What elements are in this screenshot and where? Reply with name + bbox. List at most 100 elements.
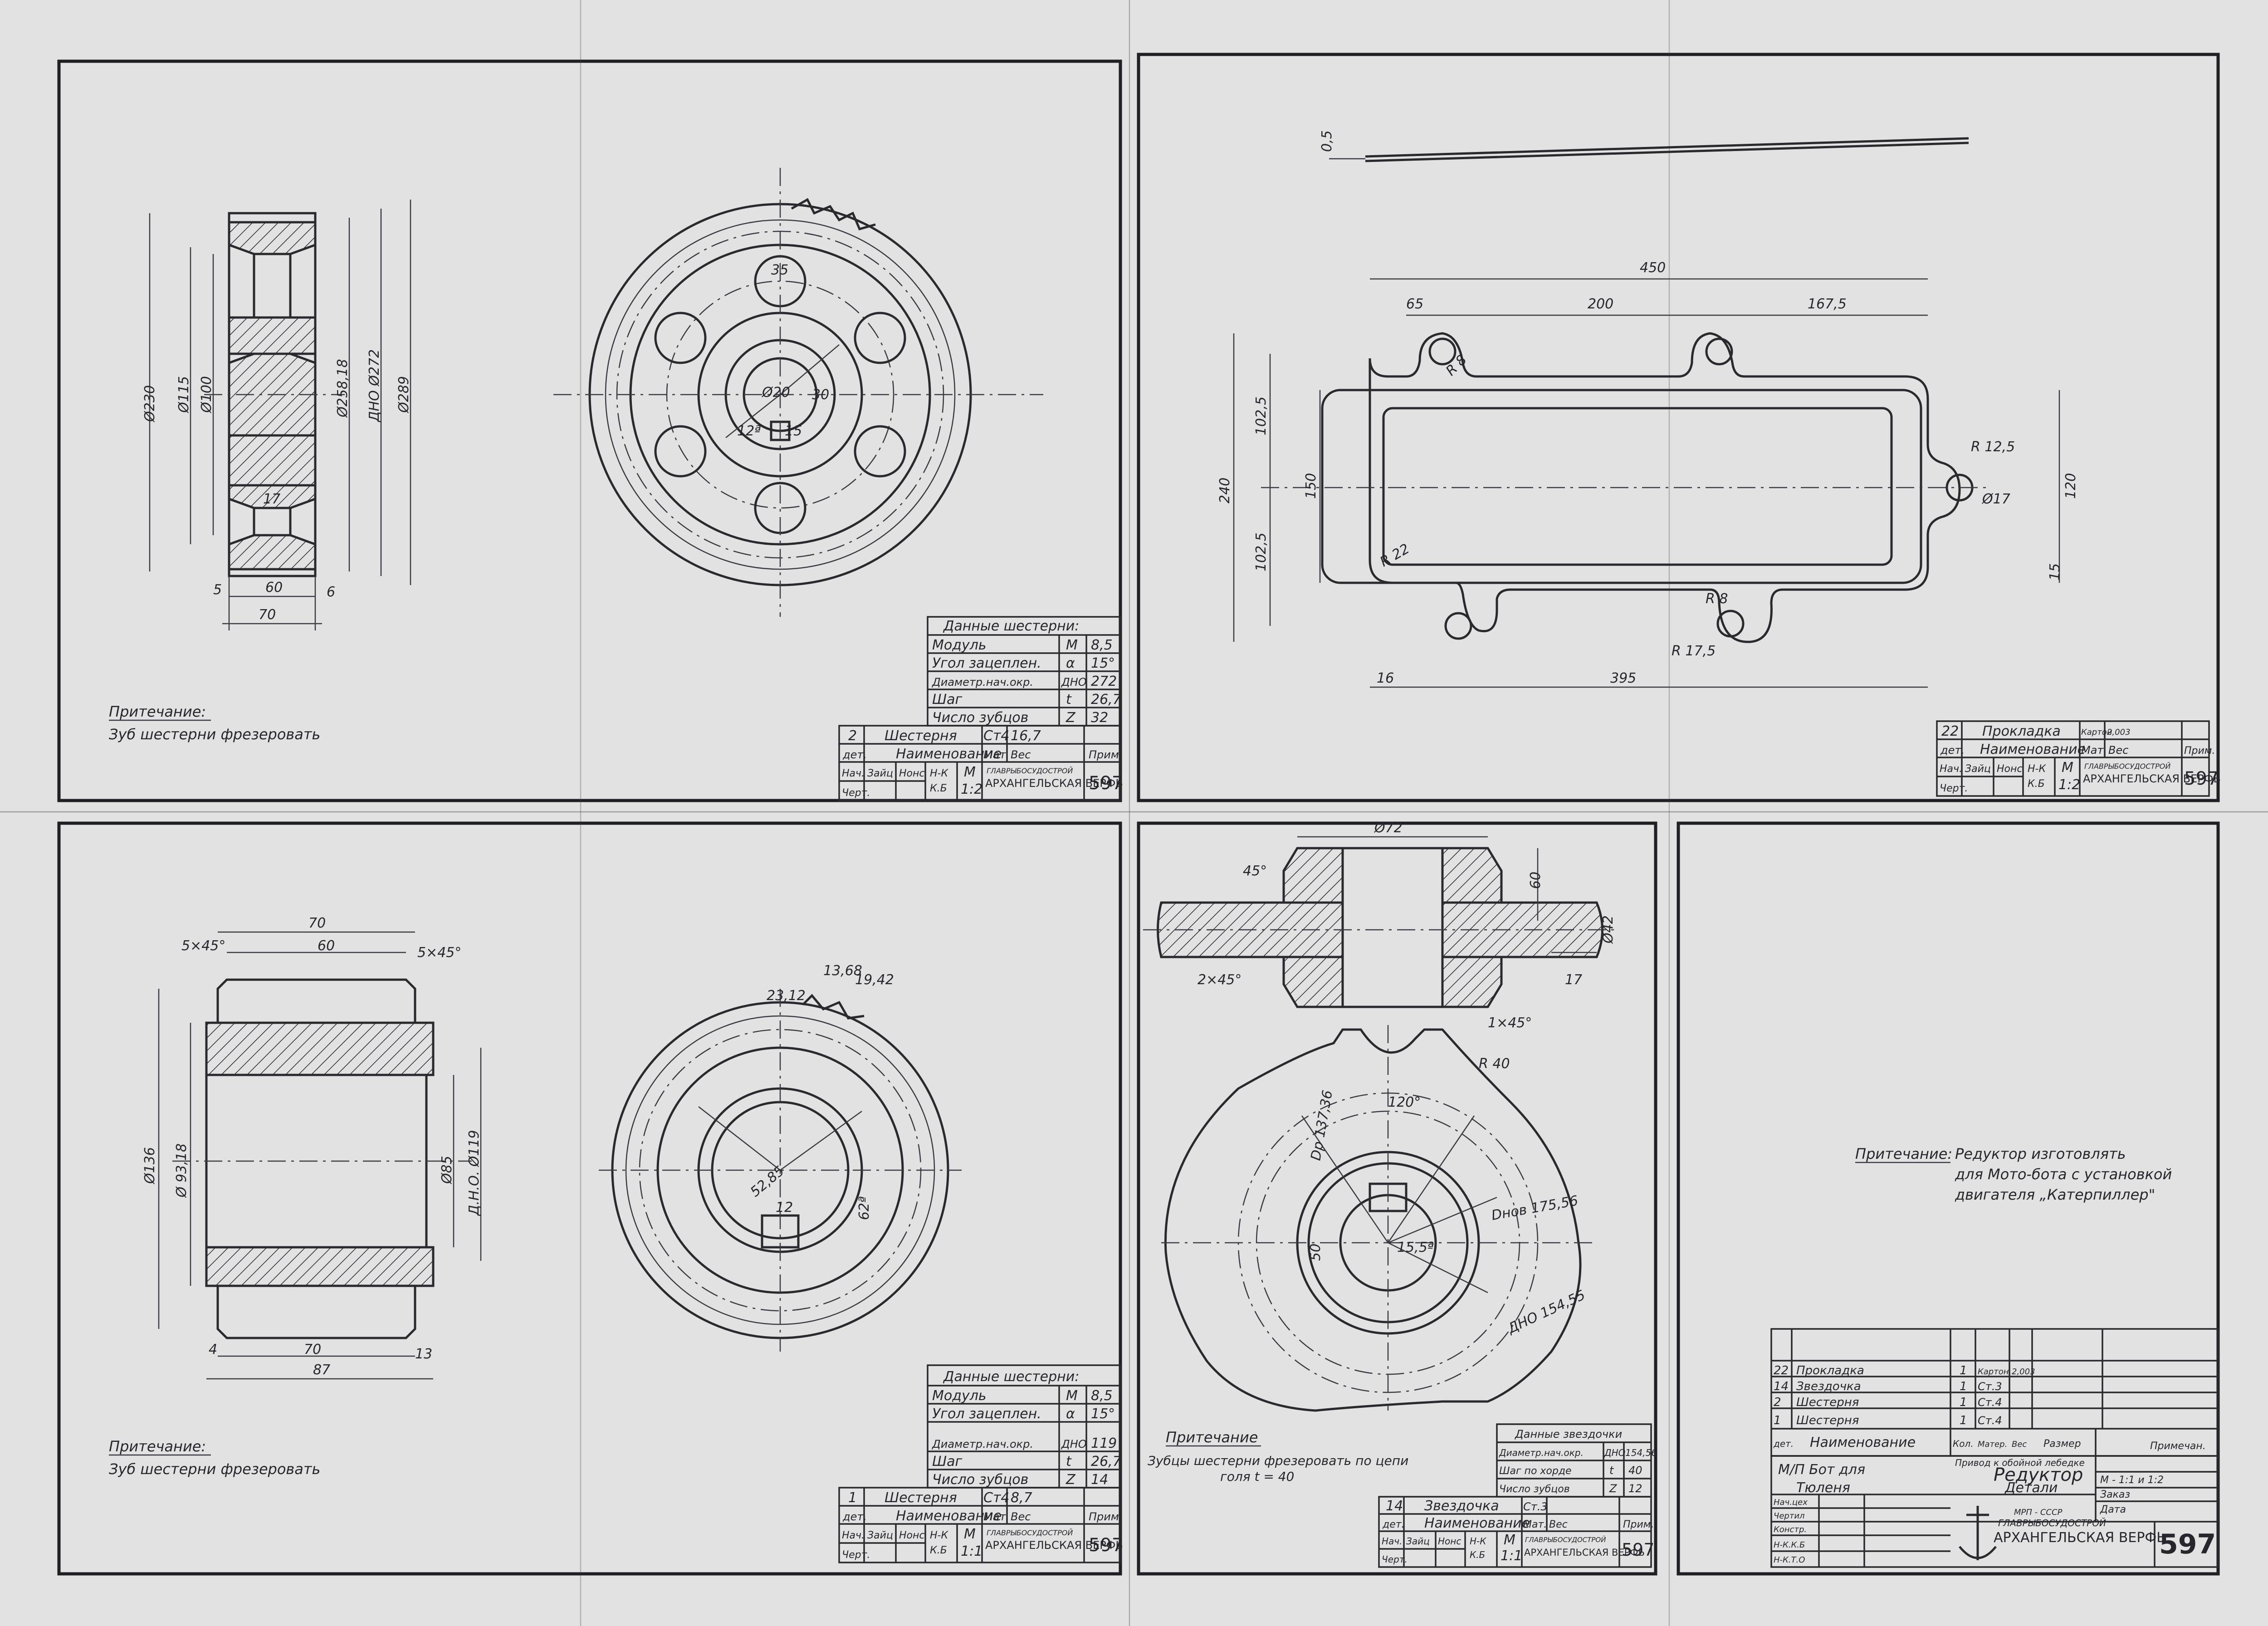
s3-tb-pos: 1	[848, 1490, 857, 1506]
s1-row-sym: M	[1066, 637, 1078, 653]
s5-role: Нач.цех	[1774, 1498, 1808, 1507]
s3-row-label: Шаг	[932, 1454, 962, 1470]
s5-parts-table	[1770, 1328, 2219, 1522]
s3-tb-nk: Н-К	[930, 1530, 948, 1541]
s1-d100: Ø100	[199, 376, 215, 414]
s2-d395: 395	[1610, 670, 1636, 686]
s1-tb-h-mat: Мат.	[983, 748, 1009, 761]
s2-tb-h-note: Прим.	[2184, 745, 2215, 757]
s2-d450: 450	[1640, 260, 1666, 276]
s3-tb-number: 597	[1089, 1535, 1123, 1556]
s1-tb-sig2: Нонс	[899, 768, 924, 779]
s5-title-date: Дата	[2100, 1504, 2126, 1515]
s2-d15: 15	[2047, 563, 2063, 581]
s3-d9318: Ø 93,18	[174, 1143, 190, 1198]
s4-table-title: Данные звездочки	[1515, 1428, 1622, 1440]
s5-ph-weight: Вес	[2012, 1440, 2027, 1449]
s4-row-val: 40	[1628, 1464, 1642, 1477]
s5-part-pos: 2	[1774, 1396, 1781, 1409]
sheet1-gear-section	[149, 200, 411, 630]
s5-title-drive: Привод к обойной лебедке	[1955, 1457, 2085, 1468]
s4-w60: 60	[1528, 872, 1544, 889]
s2-tb-r2: Черт.	[1940, 783, 1968, 794]
s2-d65: 65	[1406, 296, 1423, 312]
s5-part-mat: Картон	[1978, 1367, 2009, 1377]
s3-tb-name: Шестерня	[885, 1490, 957, 1506]
s3-r52: 52,85	[748, 1163, 787, 1200]
s1-note-text: Зуб шестерни фрезеровать	[109, 726, 320, 743]
s4-tb-h-note: Прим.	[1623, 1519, 1654, 1530]
s4-title-block	[1378, 1496, 1652, 1568]
s2-tb-nk: Н-К	[2028, 763, 2046, 775]
s4-tb-r2: Черт.	[1382, 1554, 1408, 1565]
s4-c2x45: 2×45°	[1198, 972, 1242, 988]
s3-note-text: Зуб шестерни фрезеровать	[109, 1460, 320, 1478]
s1-d230: Ø230	[142, 385, 158, 423]
s5-part-qty: 1	[1960, 1380, 1967, 1393]
s1-row-sym: ДНО	[1061, 676, 1087, 688]
s5-ph-qty: Кол.	[1953, 1438, 1974, 1449]
s2-tb-pos: 22	[1941, 723, 1959, 739]
s1-tb-h-note: Прим.	[1089, 748, 1123, 761]
s1-row-sym: t	[1066, 692, 1072, 708]
s1-tb-name: Шестерня	[885, 728, 957, 744]
s4-row-label: Диаметр.нач.окр.	[1499, 1447, 1584, 1458]
s3-tb-r2: Черт.	[842, 1549, 870, 1561]
s3-tb-h-note: Прим.	[1089, 1510, 1123, 1523]
s5-title-code: М - 1:1 и 1:2	[2100, 1475, 2164, 1486]
s4-c1x45: 1×45°	[1488, 1015, 1532, 1031]
s3-row-label: Угол зацеплен.	[932, 1406, 1041, 1422]
s5-org: ГЛАВРЫБОСУДОСТРОЙ	[1998, 1518, 2106, 1528]
s1-row-val: 26,7	[1091, 692, 1121, 708]
s2-tb-number: 597	[2184, 768, 2219, 789]
s3-w87: 87	[313, 1362, 330, 1378]
s3-row-val: 26,7	[1091, 1454, 1121, 1470]
s1-tb-org: ГЛАВРЫБОСУДОСТРОЙ	[987, 767, 1073, 775]
s4-r40: R 40	[1479, 1056, 1510, 1072]
s1-tb-kb: К.Б	[930, 783, 947, 794]
sheet3-gear-section	[158, 931, 482, 1380]
s3-row-val: 8,5	[1091, 1388, 1113, 1404]
s1-d289: Ø289	[396, 376, 412, 414]
s5-title-line2: Тюленя	[1796, 1480, 1850, 1496]
s1-d25818: Ø258,18	[335, 359, 351, 418]
s5-part-weight: 2,003	[2012, 1367, 2035, 1377]
s5-title-sub: Детали	[2004, 1480, 2058, 1496]
s2-tb-material: Картон	[2081, 728, 2112, 737]
sheet3-frame	[57, 821, 1122, 1576]
s4-dp: Dр 137,36	[1308, 1089, 1336, 1162]
s4-tb-h-det: дет.	[1382, 1519, 1405, 1530]
s1-row-label: Шаг	[932, 692, 962, 708]
s4-tb-number: 597	[1622, 1540, 1655, 1560]
s3-dno119: Д.Н.О. Ø119	[466, 1130, 482, 1216]
s1-row-val: 8,5	[1091, 637, 1113, 653]
s2-tb-kb: К.Б	[2028, 778, 2045, 790]
s2-tb-h-det: дет.	[1940, 744, 1965, 757]
s3-w60: 60	[318, 938, 335, 954]
s5-title-order: Заказ	[2100, 1489, 2130, 1500]
s2-t: 0,5	[1319, 130, 1335, 152]
sheet4-sprocket-section	[1143, 836, 1615, 1008]
s5-part-pos: 22	[1774, 1364, 1789, 1377]
s1-tb-nk: Н-К	[930, 768, 948, 779]
s4-row-sym: t	[1609, 1464, 1614, 1477]
s5-ph-mat: Матер.	[1978, 1440, 2007, 1449]
s4-row-sym: ДНО	[1604, 1447, 1625, 1458]
s1-row-label: Угол зацеплен.	[932, 655, 1041, 671]
s3-row-sym: ДНО	[1061, 1438, 1087, 1450]
s2-tb-sig2: Нонс	[1997, 763, 2022, 775]
s3-note-title: Притечание:	[109, 1438, 206, 1455]
s4-note-title: Притечание	[1166, 1429, 1258, 1446]
s4-tb-sig2: Нонс	[1438, 1536, 1461, 1547]
s2-tb-r1: Нач.	[1940, 763, 1962, 775]
s1-d115: Ø115	[176, 376, 192, 414]
s3-tb-shipyard: АРХАНГЕЛЬСКАЯ ВЕРФЬ	[985, 1539, 1123, 1552]
sheet1-gear-front	[553, 168, 1043, 617]
s1-tb-sig1: Зайц	[867, 768, 893, 779]
s1-row-val: 272	[1091, 674, 1117, 689]
s5-part-qty: 1	[1960, 1364, 1967, 1377]
s4-tb-h-weight: Вес	[1549, 1519, 1568, 1530]
s4-data-table	[1496, 1423, 1652, 1498]
s1-tb-h-name: Наименование	[896, 746, 1002, 762]
s3-tb-m: М	[964, 1526, 976, 1542]
